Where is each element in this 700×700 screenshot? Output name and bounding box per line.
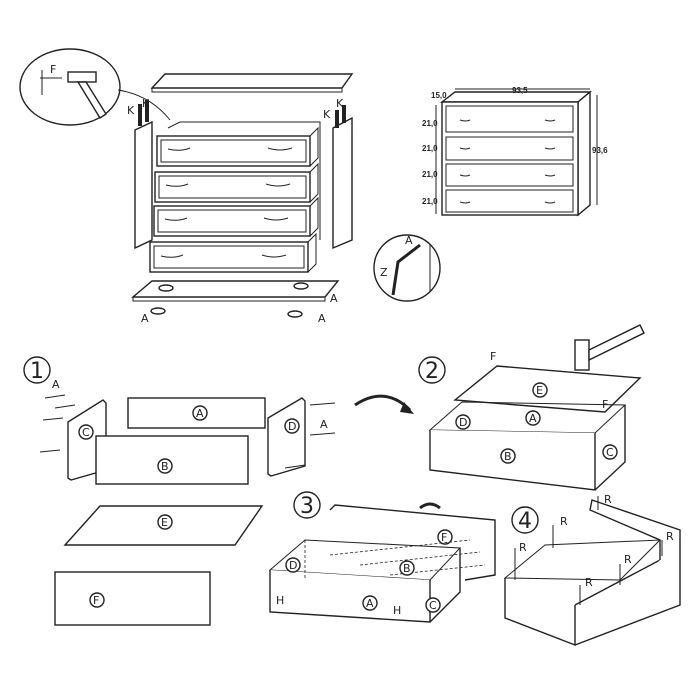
connector-label: K xyxy=(323,108,331,121)
drawer-height-dimension: 21,0 xyxy=(422,144,438,153)
width-dimension: 93,5 xyxy=(512,86,528,95)
step-number: 1 xyxy=(30,359,44,384)
panel-d xyxy=(267,397,306,477)
part-label: R xyxy=(585,576,593,589)
step-number: 3 xyxy=(300,494,314,519)
panel-f xyxy=(54,571,211,626)
part-label: F xyxy=(93,594,99,607)
part-label: E xyxy=(161,516,168,529)
part-label: A xyxy=(196,407,204,420)
carcass-back xyxy=(167,121,321,240)
part-label: R xyxy=(560,515,568,528)
dowels xyxy=(39,394,336,469)
part-label: F xyxy=(490,350,496,363)
tool-label-z: Z xyxy=(380,266,388,279)
drawer-front xyxy=(156,126,319,167)
part-label: B xyxy=(403,562,411,575)
handle-icon xyxy=(419,502,441,510)
foot-icon xyxy=(287,310,303,318)
drawer-front xyxy=(154,162,319,203)
height-dimension: 93,6 xyxy=(592,146,608,155)
base-panel: A A A xyxy=(131,280,340,325)
handle-icon xyxy=(167,147,293,151)
detail-hammer-nail: F xyxy=(19,48,171,126)
part-label: A xyxy=(529,412,537,425)
handle-icon xyxy=(165,183,291,187)
foot-icon xyxy=(150,307,166,315)
step-number: 2 xyxy=(425,359,439,384)
handle-icon xyxy=(164,217,289,221)
part-label: A xyxy=(366,597,374,610)
arrow-head-icon xyxy=(400,402,414,414)
part-label: H xyxy=(393,604,401,617)
drawers xyxy=(149,126,319,273)
part-label: C xyxy=(82,426,90,439)
part-label: R xyxy=(519,541,527,554)
depth-dimension: 15,0 xyxy=(431,91,447,100)
top-panel xyxy=(150,73,354,93)
dimension-drawing: 15,0 93,5 93,6 21,0 21,0 21,0 21,0 xyxy=(422,86,608,217)
drawer-height-dimension: 21,0 xyxy=(422,197,438,206)
part-label: H xyxy=(276,594,284,607)
foot-icon xyxy=(158,284,174,292)
part-label: R xyxy=(604,493,612,506)
step-3: 3 F D B A C H H xyxy=(268,491,496,623)
foot-label: A xyxy=(141,312,149,325)
part-label: F xyxy=(441,531,447,544)
part-label: R xyxy=(666,530,674,543)
foot-icon xyxy=(293,282,309,290)
part-label: C xyxy=(429,599,437,612)
part-label: B xyxy=(161,460,169,473)
part-label: D xyxy=(288,420,296,433)
panel-b xyxy=(95,435,249,485)
connector-label: K xyxy=(336,97,344,110)
part-label: D xyxy=(459,416,467,429)
tool-label-a: A xyxy=(405,234,413,247)
drawer-height-dimension: 21,0 xyxy=(422,170,438,179)
hammer-icon xyxy=(67,71,97,83)
part-label: A xyxy=(320,418,328,431)
drawer-front xyxy=(153,196,319,237)
step-4: 4 R R R R R R xyxy=(503,493,681,647)
part-label: C xyxy=(606,446,614,459)
step-2: 2 E F F D A B C xyxy=(418,324,645,491)
part-label: R xyxy=(624,553,632,566)
panel-f xyxy=(329,504,496,581)
connector-label: K xyxy=(142,97,150,110)
handle-icon xyxy=(160,254,287,258)
part-label: B xyxy=(504,450,512,463)
part-label: E xyxy=(536,384,543,397)
step-number: 4 xyxy=(518,509,532,534)
foot-label: A xyxy=(318,312,326,325)
drawer-height-dimension: 21,0 xyxy=(422,119,438,128)
right-side-panel: K K xyxy=(323,97,353,250)
detail-label: F xyxy=(50,63,56,76)
detail-screwdriver: Z A xyxy=(373,234,441,302)
part-label: A xyxy=(52,378,60,391)
hammer-icon xyxy=(574,324,645,371)
left-side-panel: K K xyxy=(127,97,153,250)
part-label: D xyxy=(289,559,297,572)
connector-label: K xyxy=(127,104,135,117)
foot-label: A xyxy=(330,292,338,305)
step-1: 1 A C B D A A E F xyxy=(23,356,336,626)
drawer-front xyxy=(149,232,317,273)
